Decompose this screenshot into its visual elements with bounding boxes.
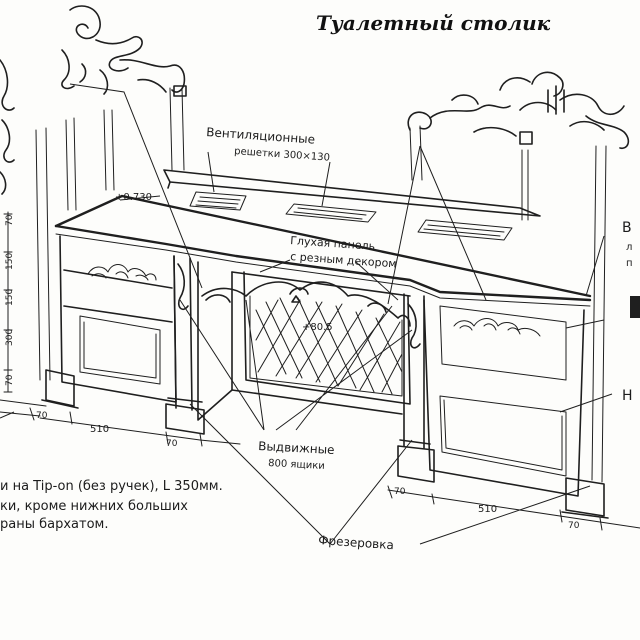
- dim-510-left: 510: [90, 424, 109, 435]
- lattice-dimension: +80.5: [302, 322, 333, 333]
- left-edge-ornament: [0, 59, 15, 195]
- drawers-label-line1: Выдвижные: [258, 439, 335, 457]
- right-note-1: В: [622, 220, 632, 236]
- milling-label: Фрезеровка: [318, 533, 395, 552]
- kneehole: [197, 261, 411, 421]
- height-mark: +0.730: [115, 192, 152, 203]
- vent-label-line2: решетки 300×130: [234, 146, 330, 164]
- note-line-2: ки, кроме нижних больших: [0, 499, 188, 514]
- back-uprights: [35, 87, 607, 483]
- right-crest-ornament: [407, 71, 630, 150]
- lattice-panel: [249, 295, 403, 397]
- left-pedestal: [41, 235, 177, 409]
- right-marker: [630, 296, 640, 318]
- pilaster-right: [397, 293, 435, 483]
- dim-vert-2: 150: [5, 253, 15, 270]
- right-note-2: л: [626, 242, 632, 253]
- vent-grille-2: [285, 203, 377, 223]
- dim-vert-4: 300: [5, 329, 15, 346]
- dim-70-left: 70: [36, 411, 48, 421]
- vent-shelf: [163, 169, 541, 217]
- dim-510-right: 510: [478, 504, 497, 515]
- right-note-3: п: [626, 258, 633, 269]
- dim-70-center: 70: [166, 439, 178, 449]
- vent-label-line1: Вентиляционные: [206, 125, 316, 147]
- apron-carving: [201, 281, 411, 327]
- right-edge-notes: В л п Н: [622, 220, 640, 404]
- pilaster-left: [165, 255, 205, 435]
- note-line-1: и на Tip-on (без ручек), L 350мм.: [0, 479, 223, 494]
- right-note-4: Н: [622, 388, 633, 404]
- left-crest-ornament: [61, 5, 187, 97]
- right-carving: [453, 318, 541, 337]
- drawers-label-line2: 800 ящики: [268, 458, 325, 472]
- right-pedestal: [423, 299, 609, 519]
- note-line-3: раны бархатом.: [0, 517, 108, 532]
- sketch-title: Туалетный столик: [316, 11, 551, 35]
- vent-grille-1: [189, 191, 247, 211]
- dim-vert-3: 150: [5, 289, 15, 306]
- left-carving: [87, 264, 157, 281]
- dim-vert-1: 70: [5, 214, 15, 226]
- vent-grille-3: [417, 219, 513, 241]
- dim-70-right-inner: 70: [394, 487, 406, 497]
- dim-vert-5: 70: [5, 374, 15, 386]
- leader-lines: [0, 83, 613, 545]
- panel-label-line1: Глухая панель: [290, 234, 376, 253]
- panel-label-line2: с резным декором: [290, 250, 397, 270]
- dim-70-right: 70: [568, 521, 580, 531]
- table-top: [54, 194, 592, 307]
